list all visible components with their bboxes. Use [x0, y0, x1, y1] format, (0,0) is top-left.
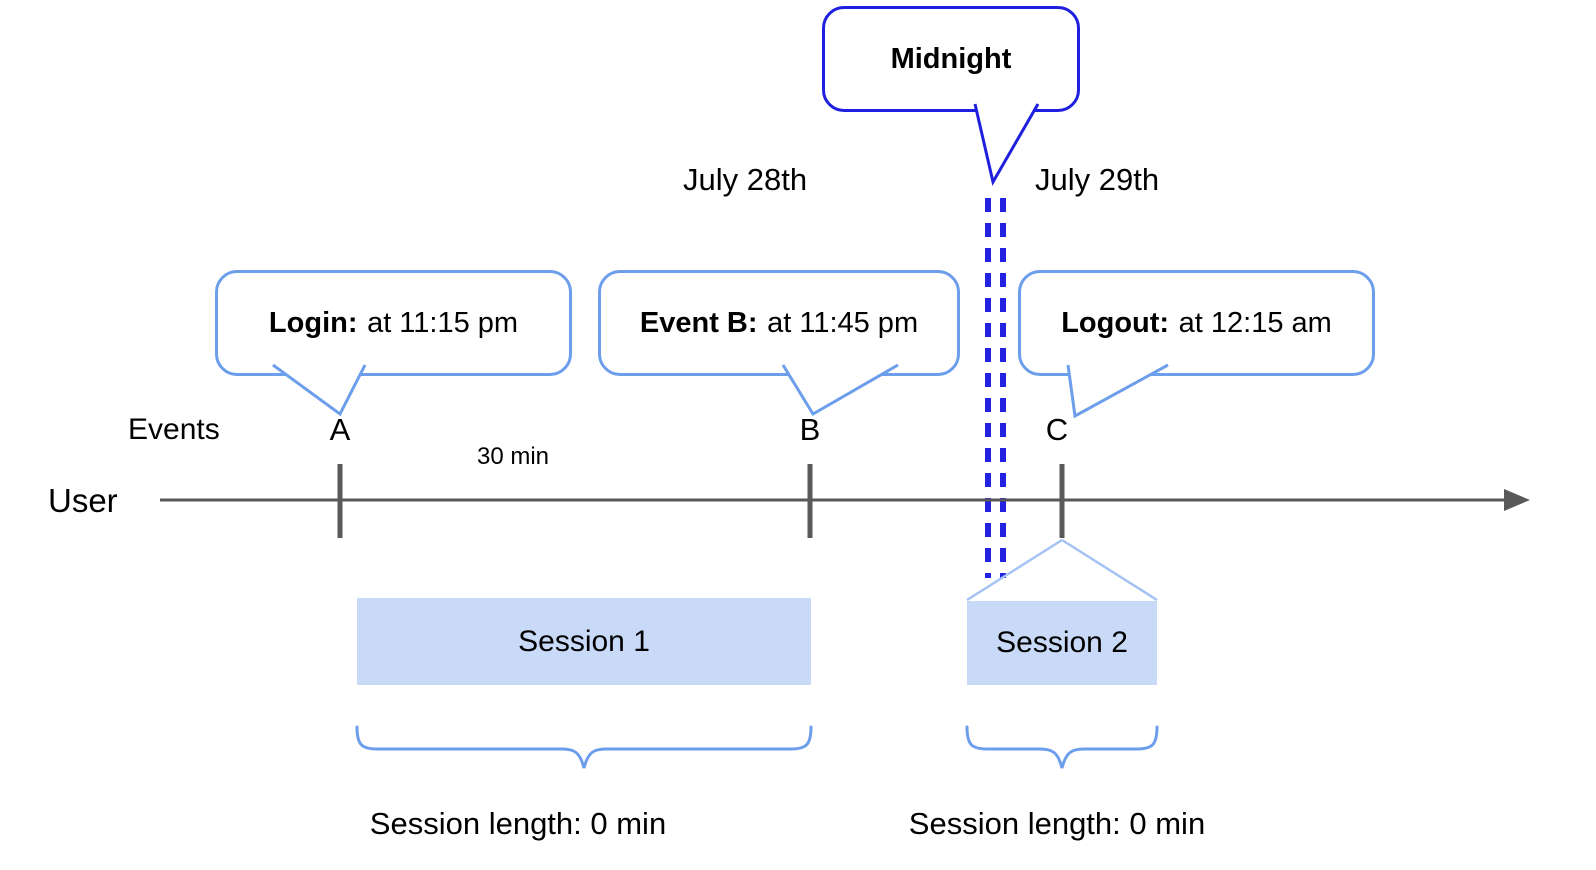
event-b-callout-label: Event B: — [639, 306, 758, 339]
session-2-expander-left-line — [966, 538, 1063, 602]
session-2-length-label: Session length: 0 min — [908, 806, 1206, 841]
event-b-callout-bubble: Event B: at 11:45 pm — [598, 270, 960, 376]
session-2-box: Session 2 — [967, 601, 1157, 685]
session-1-label: Session 1 — [518, 624, 650, 658]
date-label-july-29: July 29th — [1035, 162, 1160, 197]
interval-30min-label: 30 min — [476, 443, 550, 470]
logout-callout-label: Logout: — [1061, 306, 1170, 339]
user-axis-label: User — [48, 482, 118, 519]
date-label-july-28: July 28th — [683, 162, 808, 197]
midnight-callout-bubble: Midnight — [822, 6, 1080, 112]
tick-label-c: C — [1045, 412, 1069, 447]
login-callout-label: Login: — [268, 306, 358, 339]
tick-label-a: A — [329, 412, 351, 447]
session-1-box: Session 1 — [357, 598, 811, 685]
logout-callout-bubble: Logout: at 12:15 am — [1018, 270, 1375, 376]
login-callout-time: at 11:15 pm — [367, 306, 519, 339]
events-axis-label: Events — [128, 413, 220, 446]
timeline-arrowhead-icon — [1504, 489, 1530, 511]
logout-callout-time: at 12:15 am — [1178, 306, 1332, 339]
midnight-callout-label: Midnight — [890, 42, 1012, 75]
session-2-expander-right-line — [1061, 538, 1158, 602]
event-b-callout-time: at 11:45 pm — [767, 306, 919, 339]
tick-label-b: B — [799, 412, 821, 447]
midnight-bubble-tail — [973, 103, 1040, 187]
login-callout-bubble: Login: at 11:15 pm — [215, 270, 572, 376]
session-2-brace — [965, 725, 1159, 769]
session-2-label: Session 2 — [996, 626, 1128, 659]
session-1-brace — [355, 725, 813, 769]
session-1-length-label: Session length: 0 min — [369, 806, 667, 841]
